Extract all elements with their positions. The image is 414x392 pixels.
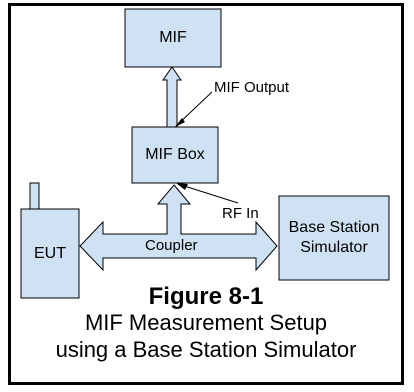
rf-in-pointer	[177, 183, 239, 204]
rf-in-label: RF In	[222, 205, 259, 222]
mif-box-block	[131, 126, 219, 184]
figure-title: Figure 8-1	[148, 283, 264, 310]
figure-caption-line1: MIF Measurement Setup	[84, 310, 328, 335]
mif-block	[124, 8, 222, 68]
mif-box-label: MIF Box	[145, 146, 205, 163]
mif-label: MIF	[159, 29, 187, 46]
base-station-line1: Base Station	[288, 219, 380, 236]
mif-output-pointer-head	[175, 118, 185, 127]
eut-antenna	[29, 182, 40, 210]
mif-output-arrow	[162, 66, 182, 128]
mif-output-label: MIF Output	[214, 79, 290, 96]
base-station-block	[278, 195, 390, 281]
eut-label: EUT	[34, 244, 66, 262]
figure-caption-line2: using a Base Station Simulator	[55, 337, 357, 362]
coupler-arrow	[79, 184, 278, 272]
rf-in-pointer-head	[176, 183, 188, 190]
figure-frame	[8, 3, 404, 385]
base-station-label: Base Station Simulator	[279, 196, 389, 280]
eut-block	[20, 208, 80, 299]
coupler-label: Coupler	[145, 237, 198, 254]
base-station-line2: Simulator	[300, 239, 368, 256]
